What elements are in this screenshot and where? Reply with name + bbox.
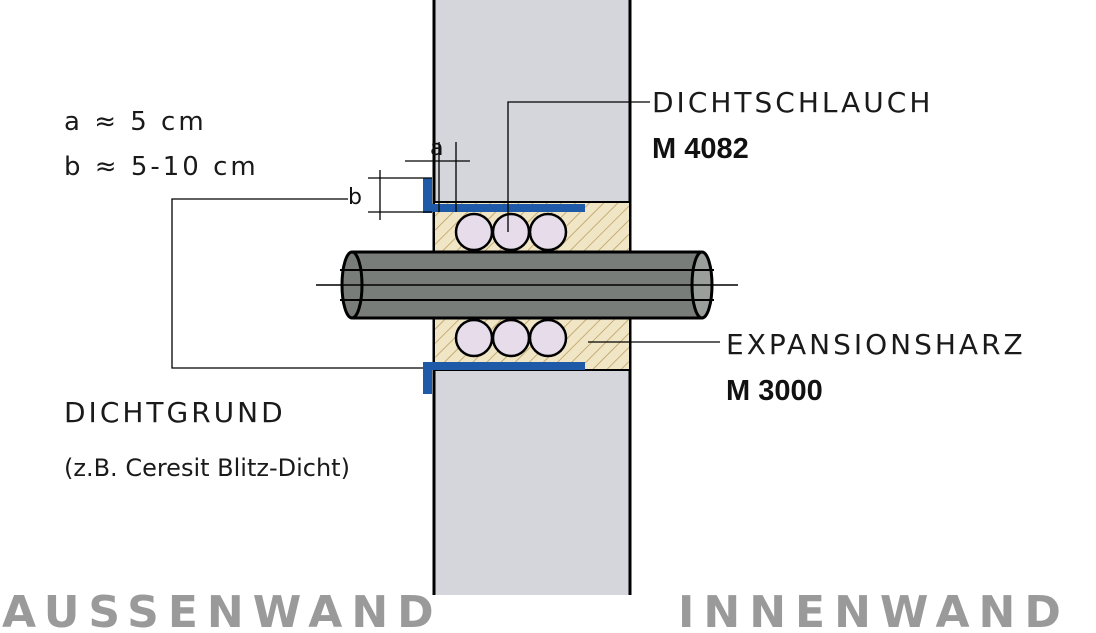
dichtschlauch-label: DICHTSCHLAUCH — [652, 86, 933, 119]
hose-circle — [491, 318, 531, 358]
hose-row-upper — [454, 212, 568, 252]
leader-dichtgrund — [171, 198, 423, 369]
hose-circle — [528, 318, 568, 358]
legend-a: a ≈ 5 cm — [64, 107, 207, 137]
expansionsharz-code: M 3000 — [726, 375, 823, 407]
legend-b: b ≈ 5-10 cm — [64, 152, 259, 182]
dichtschlauch-code: M 4082 — [652, 133, 749, 165]
leader-lines — [171, 101, 720, 369]
dichtgrund-label: DICHTGRUND — [64, 396, 286, 429]
sealant-lower — [423, 362, 585, 394]
leader-dichtschlauch — [507, 101, 650, 232]
dim-label-b: b — [348, 185, 362, 210]
dichtgrund-note: (z.B. Ceresit Blitz-Dicht) — [64, 454, 350, 482]
hose-circle — [454, 318, 494, 358]
hose-circle — [454, 212, 494, 252]
pipe — [316, 250, 738, 320]
innenwand-title: INNENWAND — [678, 587, 1070, 633]
aussenwand-title: AUSSENWAND — [2, 587, 443, 633]
hose-row-lower — [454, 318, 568, 358]
expansionsharz-label: EXPANSIONSHARZ — [726, 328, 1026, 361]
hose-circle — [491, 212, 531, 252]
dimension-lines — [368, 142, 470, 220]
hose-circle — [528, 212, 568, 252]
dim-label-a: a — [430, 136, 443, 161]
sealant-upper — [423, 178, 585, 213]
